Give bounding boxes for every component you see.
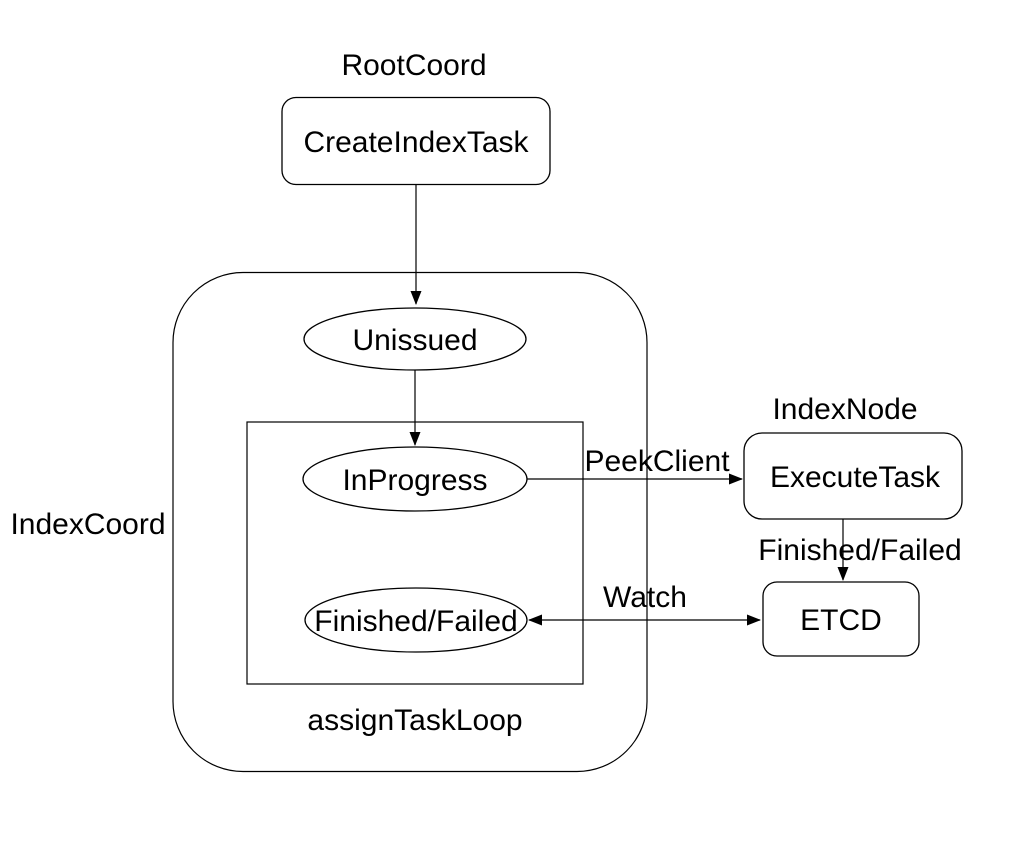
- in-progress-label: InProgress: [342, 464, 487, 497]
- finished-failed-edge-label: Finished/Failed: [758, 534, 961, 567]
- execute-task-node: [743, 432, 963, 520]
- index-node-label: IndexNode: [772, 393, 917, 426]
- create-index-task-label: CreateIndexTask: [303, 126, 529, 159]
- execute-task-label: ExecuteTask: [770, 461, 941, 494]
- etcd-label: ETCD: [800, 604, 882, 637]
- index-coord-container: [172, 271, 648, 773]
- root-coord-label: RootCoord: [341, 49, 486, 82]
- unissued-label: Unissued: [352, 324, 477, 357]
- create-index-task-node: [281, 96, 551, 186]
- unissued-node: [303, 307, 527, 371]
- in-progress-node: [302, 446, 528, 512]
- assign-task-loop-label: assignTaskLoop: [307, 704, 522, 737]
- finished-failed-label: Finished/Failed: [314, 605, 517, 638]
- watch-edge-label: Watch: [603, 581, 687, 614]
- finished-failed-node: [304, 587, 528, 653]
- etcd-node: [762, 581, 920, 657]
- peek-client-edge-label: PeekClient: [584, 445, 730, 478]
- index-coord-label: IndexCoord: [10, 508, 165, 541]
